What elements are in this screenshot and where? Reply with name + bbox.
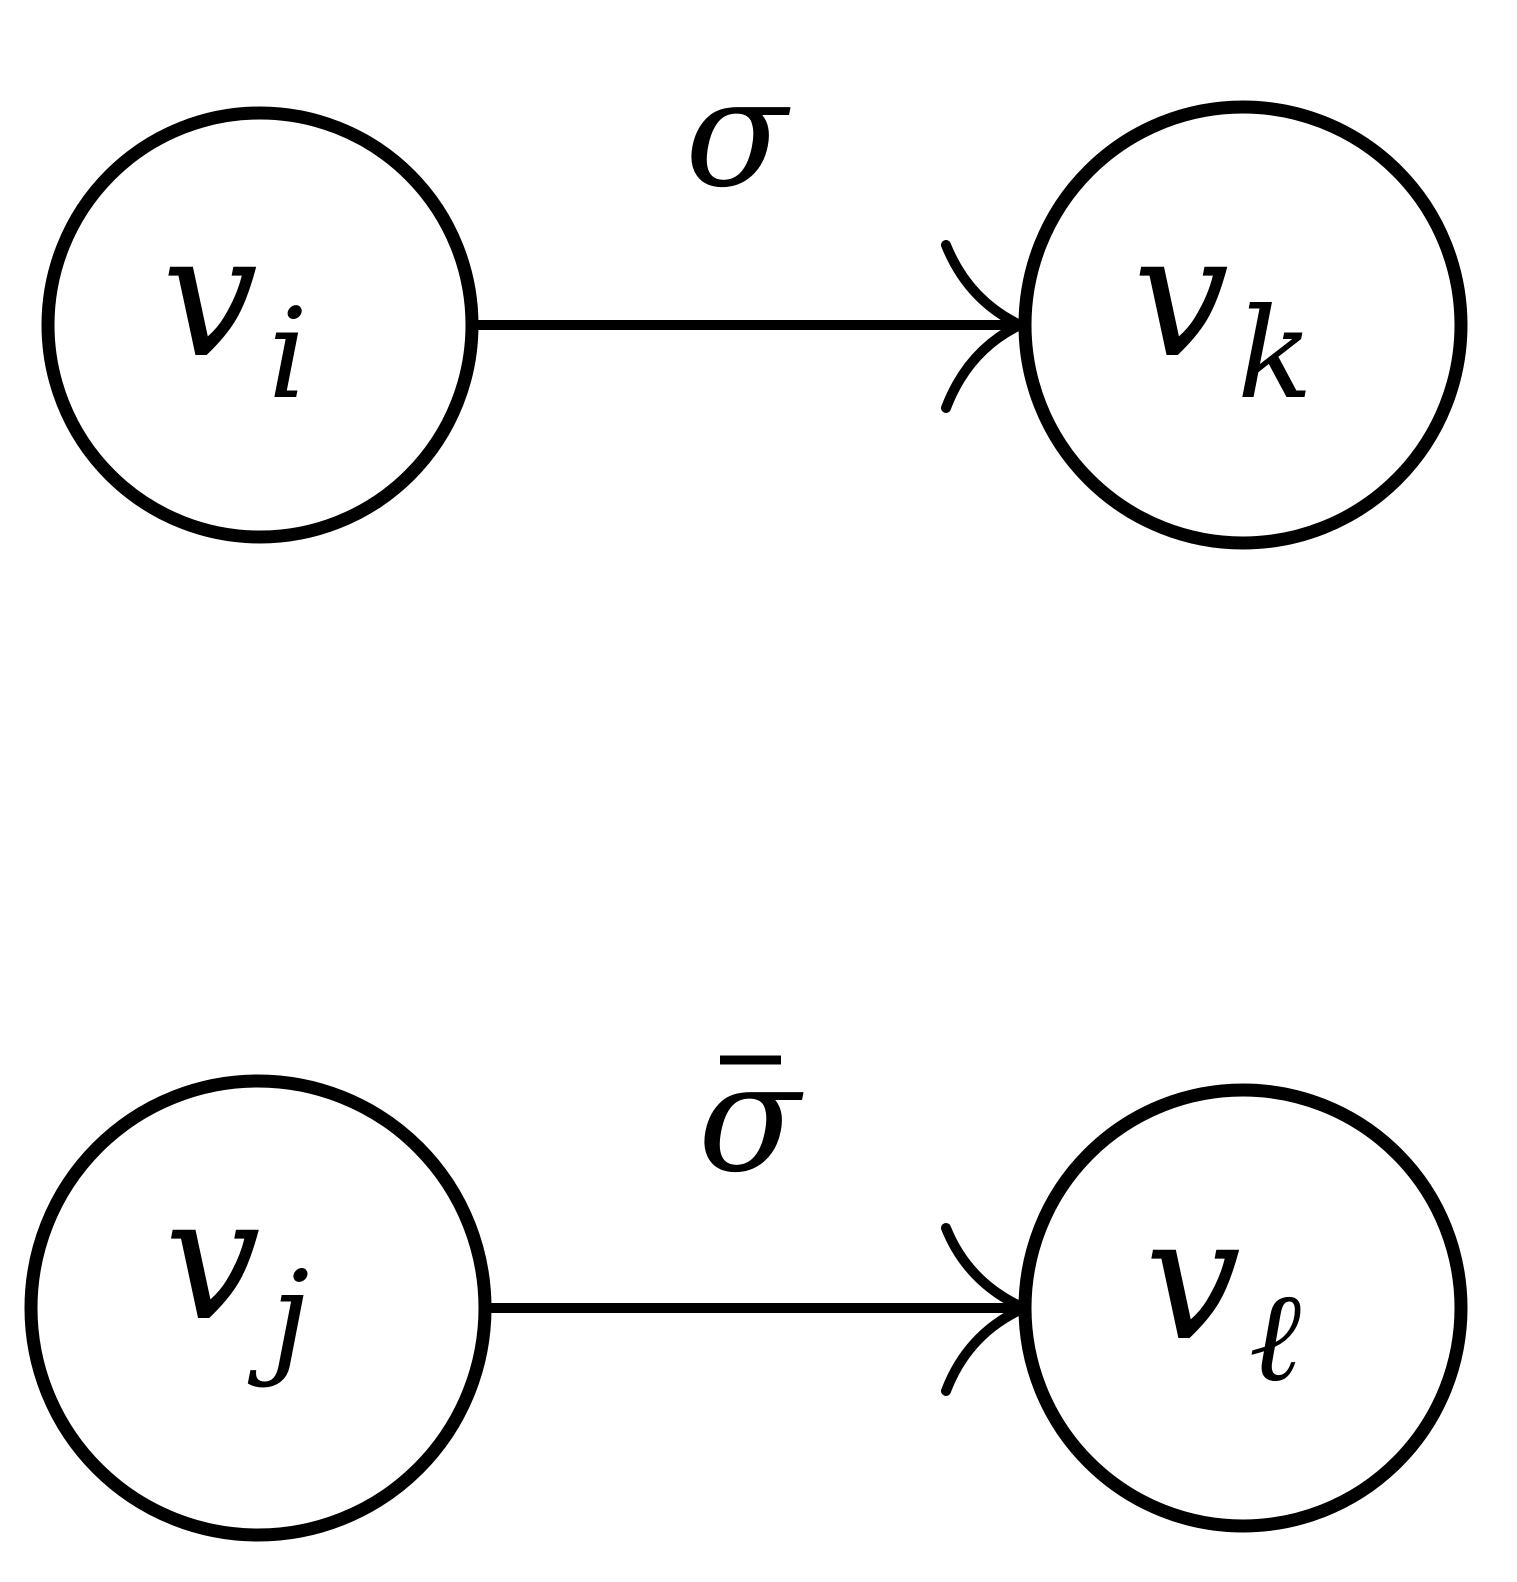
- node-symbol: v: [162, 198, 258, 396]
- node-label: vj: [165, 1161, 310, 1390]
- node-subscript: ℓ: [1249, 1265, 1301, 1410]
- node-vj: vj: [24, 1074, 492, 1542]
- node-symbol: v: [1145, 1181, 1241, 1379]
- node-circle: [1018, 100, 1468, 550]
- node-vi: vi: [41, 106, 479, 544]
- node-circle: [24, 1074, 492, 1542]
- node-vk: vk: [1018, 100, 1468, 550]
- node-label: vk: [1133, 198, 1313, 427]
- edge-vi-vk: σ: [472, 47, 1032, 413]
- node-subscript: i: [268, 282, 308, 427]
- node-circle: [41, 106, 479, 544]
- node-vl: vℓ: [1018, 1083, 1468, 1533]
- node-circle: [1018, 1083, 1468, 1533]
- node-symbol: v: [1133, 198, 1229, 396]
- node-symbol: v: [165, 1161, 261, 1359]
- edge-vj-vl: σ: [487, 1032, 1037, 1396]
- edge-label-sigma-bar: σ: [698, 1032, 804, 1206]
- node-subscript: k: [1237, 282, 1313, 427]
- node-label: vi: [162, 198, 308, 427]
- edge-label-sigma: σ: [685, 47, 791, 221]
- node-label: vℓ: [1145, 1181, 1301, 1410]
